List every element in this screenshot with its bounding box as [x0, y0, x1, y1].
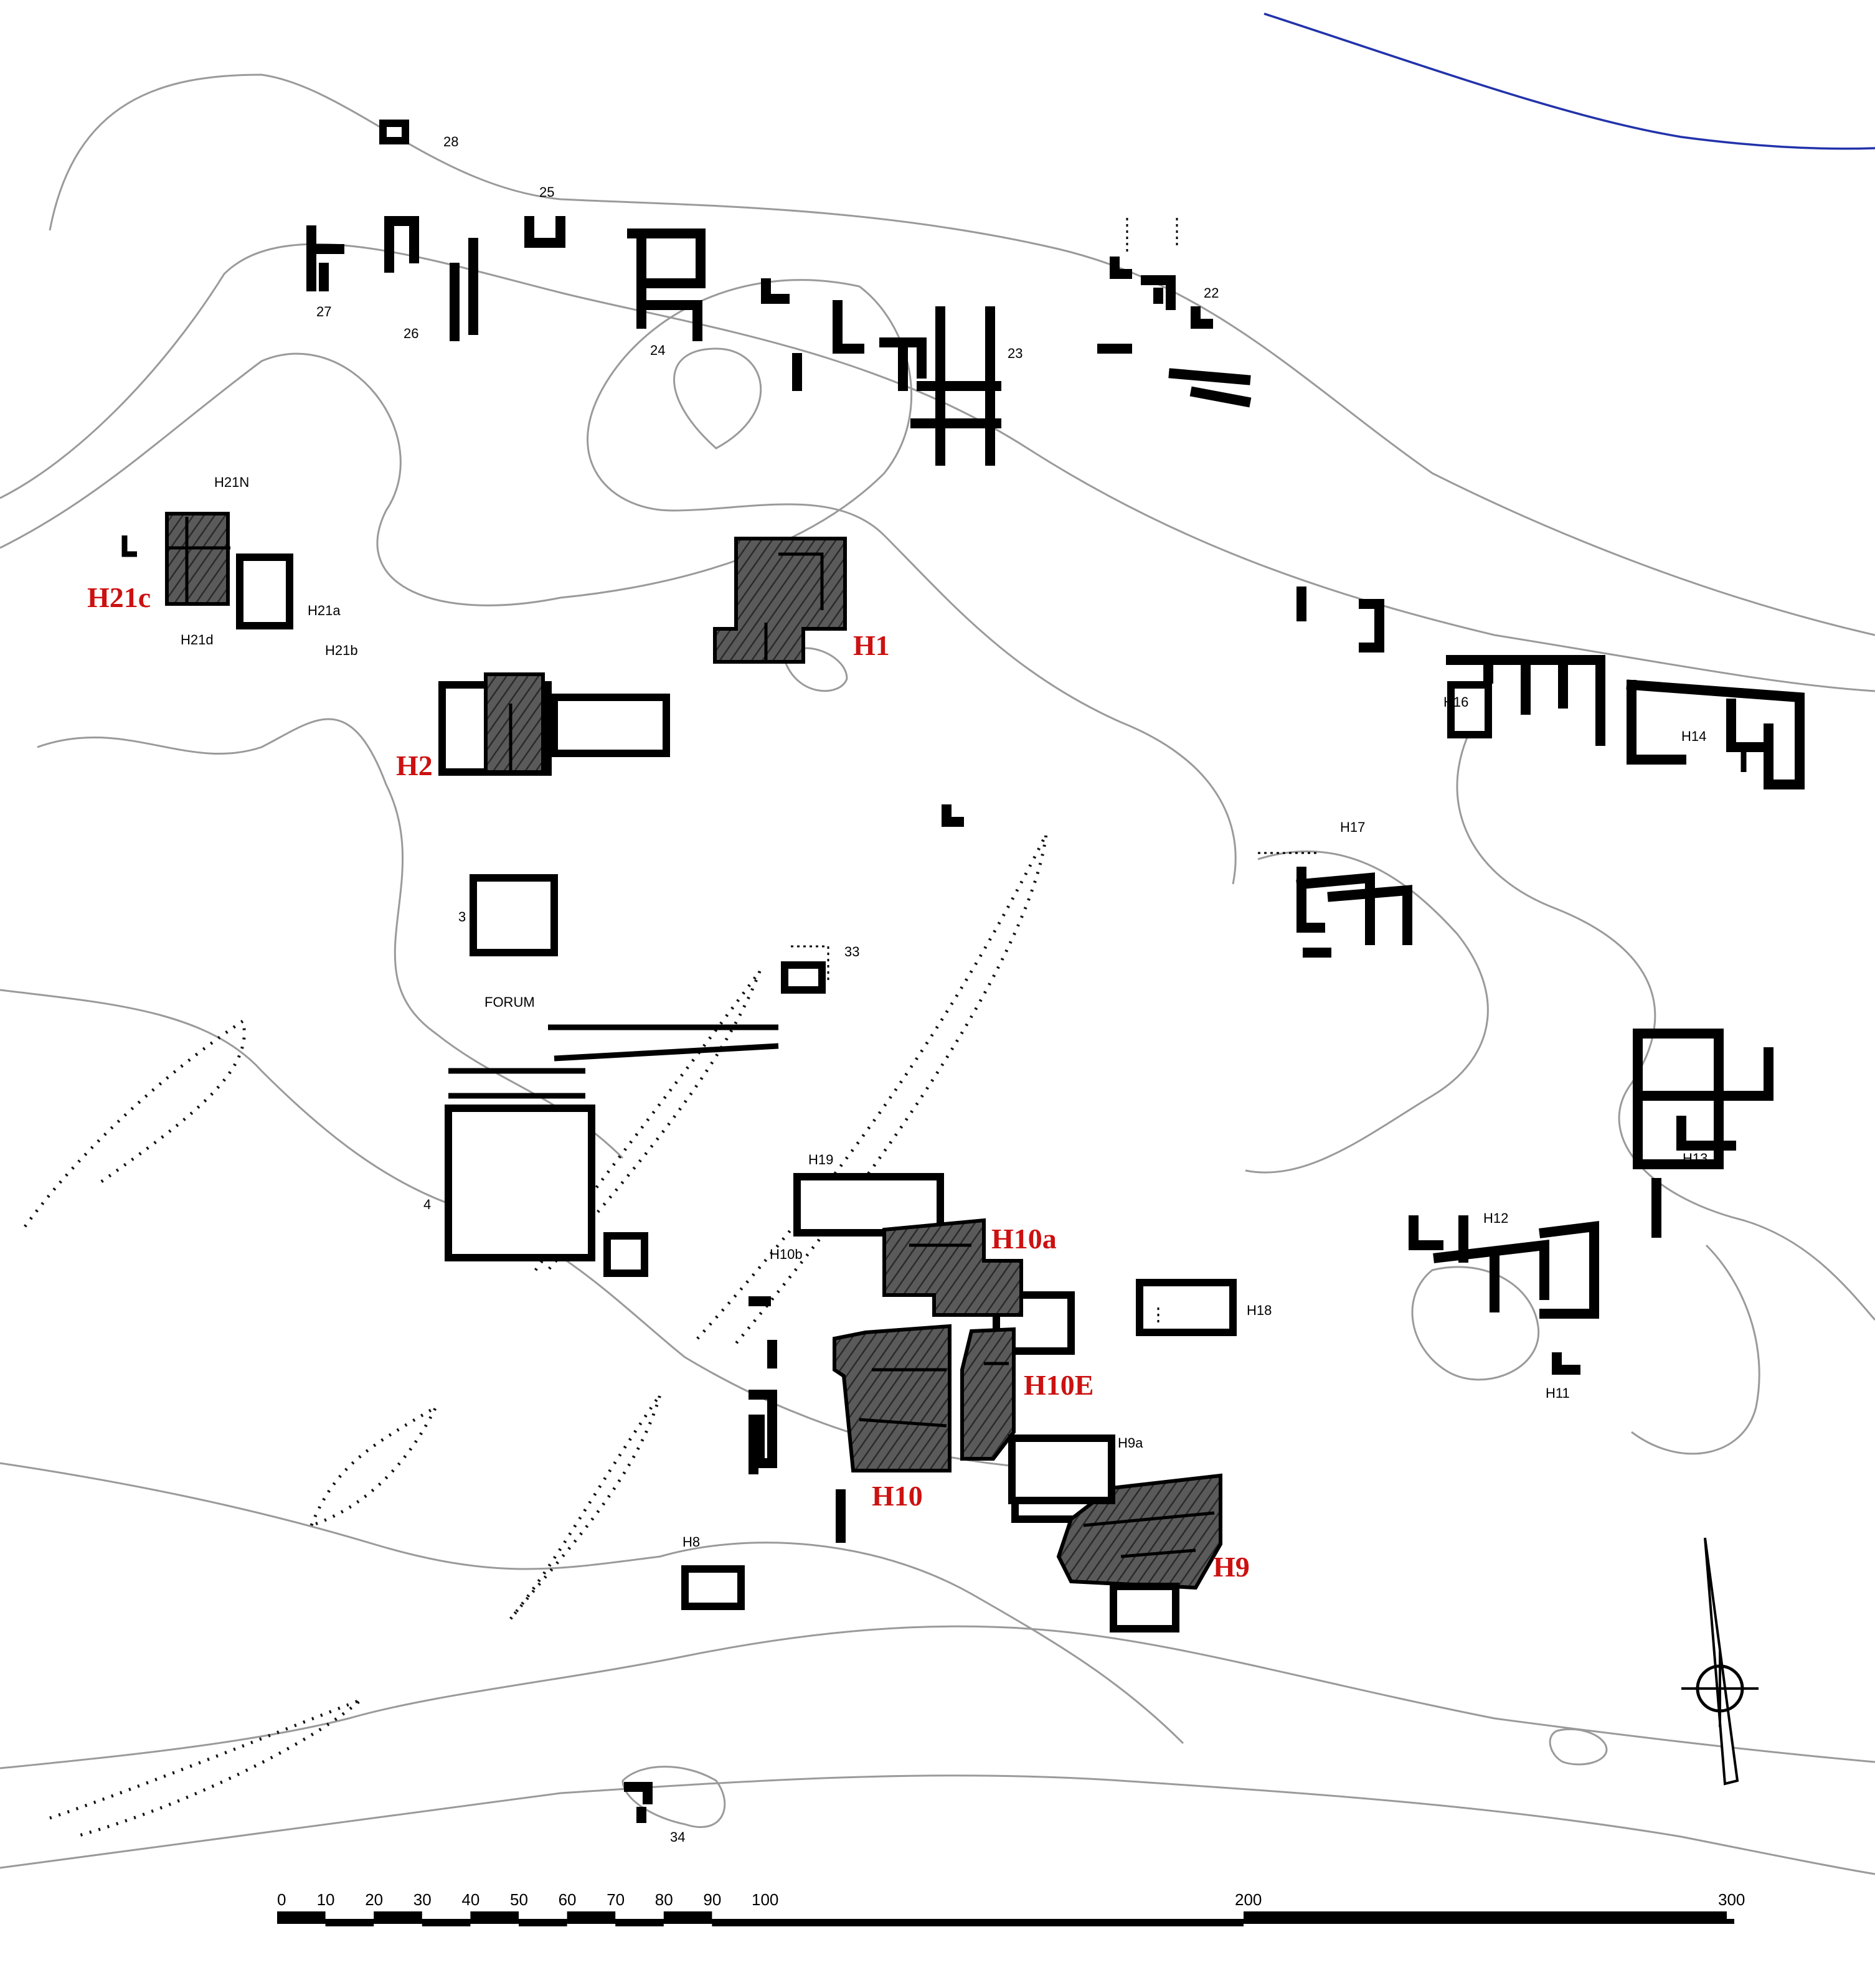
scale-tick-label: 40	[461, 1890, 479, 1909]
label-h10b: H10b	[770, 1246, 803, 1262]
label-h21b: H21b	[325, 643, 358, 658]
label-h2: H2	[396, 750, 433, 781]
scale-segment	[760, 1919, 1244, 1926]
label-h8: H8	[682, 1534, 700, 1550]
label-22: 22	[1204, 285, 1219, 301]
label-33: 33	[844, 944, 859, 959]
label-h9: H9	[1213, 1551, 1250, 1583]
scale-tick-label: 50	[510, 1890, 528, 1909]
label-h12: H12	[1483, 1210, 1508, 1226]
label-h10: H10	[872, 1480, 923, 1512]
excavated-h10	[833, 1324, 952, 1472]
label-h9a: H9a	[1118, 1435, 1143, 1451]
scale-tick-label: 30	[413, 1890, 432, 1909]
excavated-h21c	[165, 512, 230, 606]
label-h13: H13	[1683, 1151, 1707, 1166]
label-26: 26	[404, 326, 418, 341]
label-h10e: H10E	[1024, 1369, 1093, 1401]
label-4: 4	[423, 1197, 431, 1212]
hachure-ridges	[23, 833, 1048, 1839]
label-7: 7	[767, 1434, 775, 1450]
excavated-h10e	[960, 1327, 1016, 1461]
label-h10a: H10a	[991, 1223, 1057, 1255]
scale-segment	[325, 1919, 374, 1926]
site-labels: 28 25 27 26 24 23 22 H21N H21a H21d H21b…	[181, 134, 1707, 1845]
label-28: 28	[443, 134, 458, 149]
label-h17: H17	[1340, 819, 1365, 835]
scale-segment	[422, 1919, 471, 1926]
scale-tick-label: 70	[607, 1890, 625, 1909]
scale-segment	[470, 1911, 519, 1919]
label-forum: FORUM	[484, 994, 535, 1010]
label-24: 24	[650, 342, 665, 358]
label-34: 34	[670, 1829, 685, 1845]
excavated-h1	[713, 537, 847, 664]
scale-tick-label: 100	[752, 1890, 778, 1909]
scale-tick-label: 10	[317, 1890, 335, 1909]
label-h18: H18	[1247, 1303, 1272, 1318]
scale-tick-label: 0	[277, 1890, 286, 1909]
wall-structures	[121, 120, 1805, 1823]
scale-tick-label: 80	[655, 1890, 673, 1909]
label-h21d: H21d	[181, 632, 214, 648]
scale-tick-label: 200	[1235, 1890, 1262, 1909]
label-h21a: H21a	[308, 603, 341, 618]
north-arrow-icon	[1681, 1537, 1759, 1786]
scale-segment	[567, 1911, 616, 1919]
excavated-areas	[165, 512, 1222, 1632]
label-h11: H11	[1546, 1385, 1570, 1401]
excavated-h2	[484, 672, 545, 774]
scale-segment	[374, 1911, 422, 1919]
label-23: 23	[1008, 346, 1023, 361]
contour-lines	[0, 73, 1875, 1875]
label-h19: H19	[808, 1152, 833, 1167]
label-h1: H1	[853, 629, 890, 661]
scale-tick-label: 60	[559, 1890, 577, 1909]
scale-tick-label: 300	[1718, 1890, 1745, 1909]
major-site-labels: H21c H1 H2 H10a H10E H10 H9	[87, 582, 1250, 1583]
scale-segment	[615, 1919, 664, 1926]
scale-tick-label: 90	[703, 1890, 721, 1909]
scale-bar: 0 10 20 30 40 50 60 70 80 90 100 200 300	[277, 1890, 1745, 1926]
scale-tick-label: 20	[365, 1890, 383, 1909]
label-h21c: H21c	[87, 582, 151, 613]
scale-segment	[519, 1919, 567, 1926]
label-h14: H14	[1681, 728, 1706, 744]
scale-segment	[1244, 1911, 1727, 1919]
scale-segment	[277, 1911, 326, 1919]
scale-segment	[663, 1911, 712, 1919]
label-25: 25	[539, 184, 554, 200]
label-h16: H16	[1443, 694, 1468, 710]
label-h21n: H21N	[214, 474, 249, 490]
scale-segment	[712, 1919, 760, 1926]
river	[1263, 12, 1875, 150]
label-3: 3	[458, 909, 466, 925]
label-27: 27	[316, 304, 331, 319]
